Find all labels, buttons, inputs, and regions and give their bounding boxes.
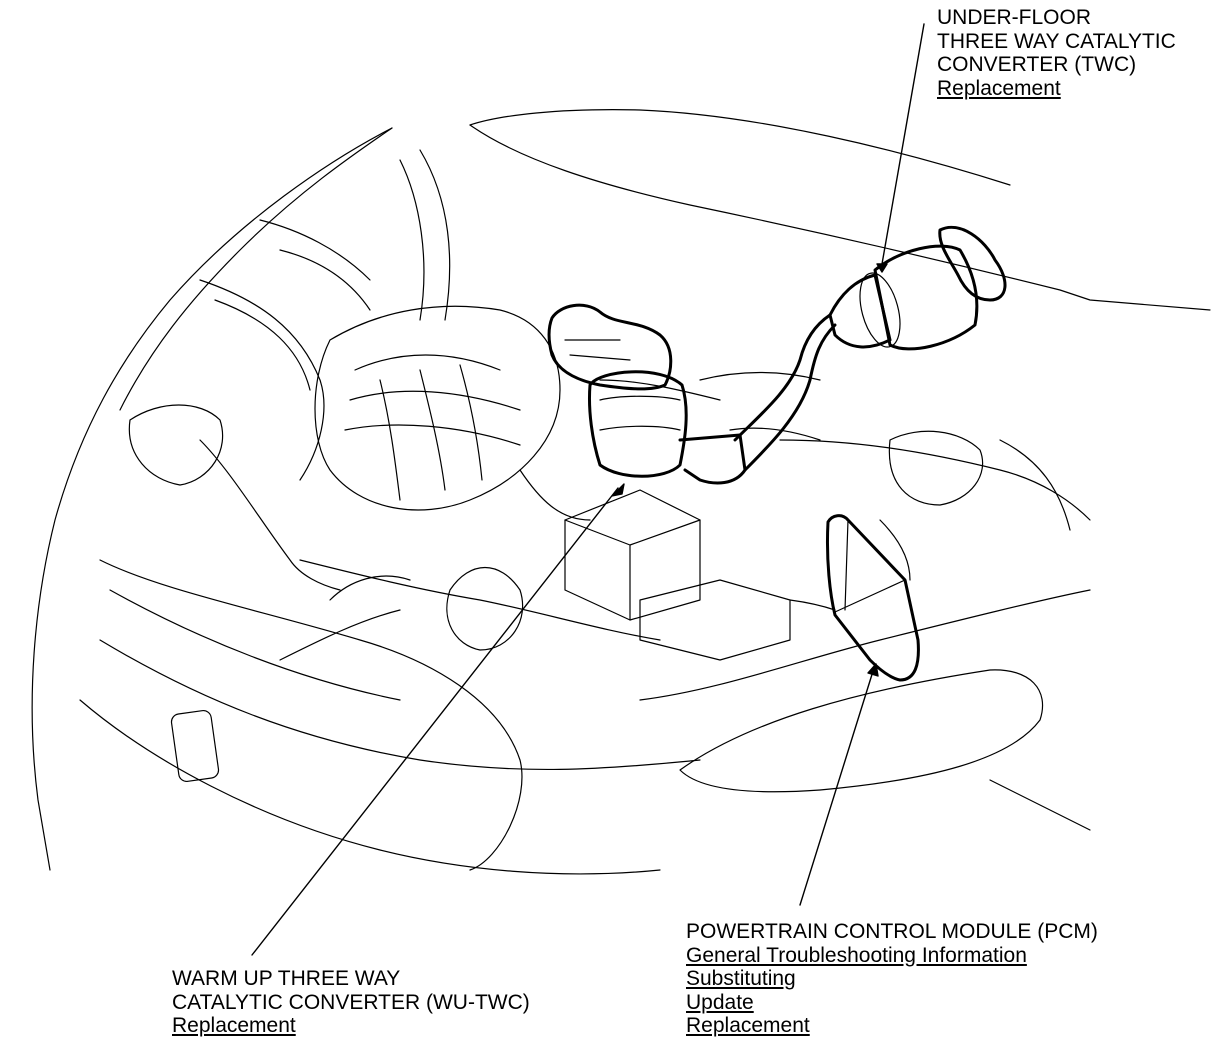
- wu-twc-title-line-2: CATALYTIC CONVERTER (WU-TWC): [172, 990, 530, 1014]
- wu-twc-callout: WARM UP THREE WAY CATALYTIC CONVERTER (W…: [172, 967, 530, 1038]
- pcm-box: [827, 516, 918, 680]
- grille-upper: [110, 590, 400, 700]
- bumper-lower: [80, 700, 660, 874]
- pcm-substituting-link[interactable]: Substituting: [686, 967, 796, 990]
- grille-lower: [100, 640, 700, 769]
- air-intake-duct: [200, 280, 324, 480]
- reservoir-right: [889, 431, 982, 505]
- pcm-callout: POWERTRAIN CONTROL MODULE (PCM) General …: [686, 920, 1098, 1038]
- wu-twc-replacement-link[interactable]: Replacement: [172, 1014, 296, 1037]
- left-fender-inner: [120, 128, 392, 410]
- battery: [565, 490, 700, 620]
- fuse-box: [640, 580, 790, 660]
- twc-leader-arrow: [877, 264, 887, 272]
- strut-tower-left: [129, 405, 222, 485]
- twc-callout: UNDER-FLOOR THREE WAY CATALYTIC CONVERTE…: [937, 6, 1176, 100]
- right-headlight: [680, 670, 1043, 792]
- front-bumper: [100, 560, 522, 870]
- intake-runners: [380, 365, 482, 500]
- twc-replacement-link[interactable]: Replacement: [937, 76, 1061, 100]
- cowl-right: [780, 440, 1090, 520]
- twc-leader-line: [882, 24, 924, 264]
- pcm-leader-line: [800, 668, 874, 905]
- front-emblem: [170, 710, 219, 783]
- wu-twc-outlet: [680, 435, 745, 483]
- wire-harness: [280, 576, 410, 660]
- wu-twc-title-line-1: WARM UP THREE WAY: [172, 967, 401, 990]
- pcm-replacement-link[interactable]: Replacement: [686, 1014, 810, 1037]
- twc-outlet-flange: [940, 227, 1005, 300]
- twc-body: [875, 246, 977, 349]
- wu-twc-body: [589, 372, 686, 476]
- pcm-troubleshooting-link[interactable]: General Troubleshooting Information: [686, 943, 1027, 967]
- twc-title-line-2: THREE WAY CATALYTIC: [937, 29, 1176, 53]
- hood-rear-edge: [470, 110, 1010, 185]
- pcm-title-line-1: POWERTRAIN CONTROL MODULE (PCM): [686, 920, 1098, 943]
- hose-left: [200, 440, 340, 590]
- wu-twc-flange: [549, 305, 671, 389]
- twc-title-line-1: UNDER-FLOOR: [937, 6, 1092, 29]
- twc-inlet-cone: [830, 275, 890, 347]
- wu-twc-leader-line: [252, 488, 618, 955]
- right-body-line: [990, 780, 1090, 830]
- hood-outline: [470, 125, 1210, 310]
- engine-cover: [315, 306, 560, 510]
- right-fender: [640, 590, 1090, 700]
- radiator-support: [300, 560, 660, 640]
- pcm-update-link[interactable]: Update: [686, 990, 754, 1014]
- exhaust-pipe: [745, 325, 835, 470]
- pcm-leader-arrow: [868, 664, 878, 676]
- twc-title-line-3: CONVERTER (TWC): [937, 53, 1137, 76]
- wu-twc-leader-arrow: [612, 484, 624, 496]
- left-fender: [32, 128, 392, 870]
